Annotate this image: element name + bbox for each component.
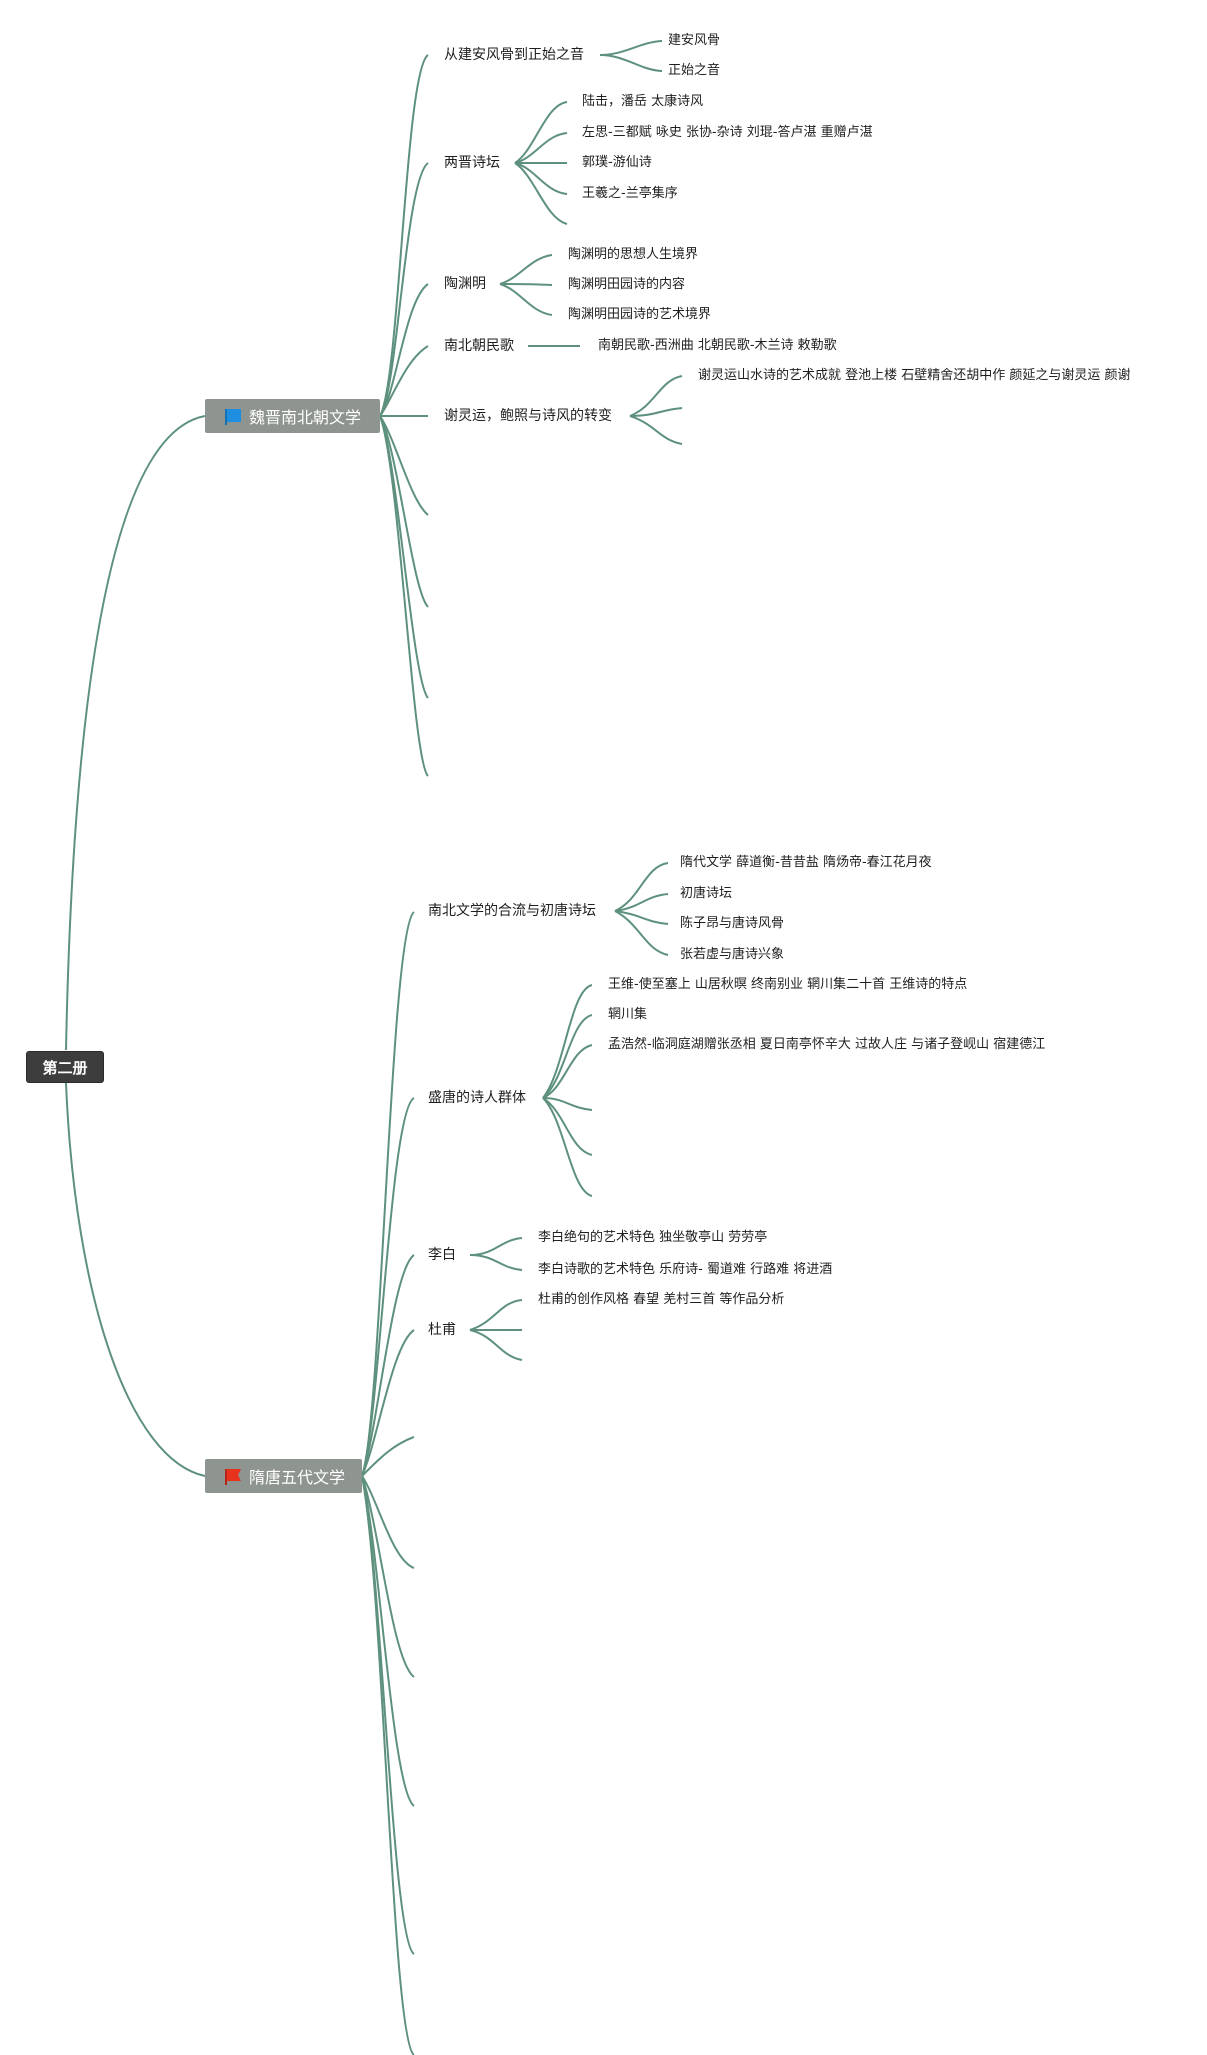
red-flag-icon — [223, 1466, 243, 1486]
connector-a-6 — [379, 415, 429, 516]
connector-a3-c2 — [499, 283, 553, 286]
subtopic-meng-haoran[interactable]: 孟浩然-临洞庭湖赠张丞相 夏日南亭怀辛大 过故人庄 与诸子登岘山 宿建德江 — [608, 1037, 1046, 1052]
topic-du-fu[interactable]: 杜甫 — [428, 1322, 456, 1338]
subtopic-taikang-shifeng[interactable]: 陆击，潘岳 太康诗风 — [582, 94, 704, 109]
subtopic-chen-ziang[interactable]: 陈子昂与唐诗风骨 — [680, 916, 785, 931]
subtopic-tao-sixiang[interactable]: 陶渊明的思想人生境界 — [568, 247, 699, 262]
connector-b-3 — [361, 1254, 415, 1477]
subtopic-xie-shanshui[interactable]: 谢灵运山水诗的艺术成就 登池上楼 石壁精舍还胡中作 颜延之与谢灵运 颜谢 — [698, 368, 1131, 383]
connector-b2-c1 — [542, 984, 593, 1099]
topic-xie-bao-shifeng[interactable]: 谢灵运，鲍照与诗风的转变 — [444, 408, 612, 424]
subtopic-dufu-fengge[interactable]: 杜甫的创作风格 春望 羌村三首 等作品分析 — [538, 1292, 785, 1307]
subtopic-zuosi-zhangxie[interactable]: 左思-三都赋 咏史 张协-杂诗 刘琨-答卢湛 重赠卢湛 — [582, 125, 873, 140]
branch-node-suitang[interactable]: 隋唐五代文学 — [205, 1459, 362, 1493]
connector-a1-c2 — [599, 54, 663, 72]
connector-a2-c5 — [514, 162, 568, 225]
connector-b2-c6 — [542, 1097, 593, 1197]
connector-b-1 — [361, 911, 415, 1477]
connector-b2-c2 — [542, 1014, 593, 1099]
connector-a-1 — [379, 54, 429, 417]
subtopic-suidai-wenxue[interactable]: 隋代文学 薛道衡-昔昔盐 隋炀帝-春江花月夜 — [680, 855, 932, 870]
connector-a3-c1 — [499, 254, 553, 285]
topic-heliu-chutang[interactable]: 南北文学的合流与初唐诗坛 — [428, 903, 596, 919]
branch-label: 隋唐五代文学 — [249, 1468, 346, 1487]
topic-liangjin-shitan[interactable]: 两晋诗坛 — [444, 155, 500, 171]
topic-li-bai[interactable]: 李白 — [428, 1247, 456, 1263]
subtopic-minge-works[interactable]: 南朝民歌-西洲曲 北朝民歌-木兰诗 敕勒歌 — [598, 338, 837, 353]
connector-b3-c1 — [469, 1237, 523, 1256]
subtopic-guopu-youxian[interactable]: 郭璞-游仙诗 — [582, 155, 652, 170]
connector-a2-c4 — [514, 162, 568, 195]
blue-flag-icon — [223, 406, 243, 426]
connector-root-branch-a — [65, 415, 206, 1051]
connector-b2-c4 — [542, 1097, 593, 1111]
connector-a-8 — [379, 415, 429, 699]
connector-a-4 — [379, 345, 429, 417]
subtopic-jianan-fenggu[interactable]: 建安风骨 — [668, 33, 721, 48]
connector-b1-c1 — [614, 862, 669, 912]
connector-b-4 — [361, 1329, 415, 1477]
connector-root-branch-b — [65, 1082, 206, 1477]
connector-a3-c3 — [499, 283, 553, 316]
subtopic-tao-tianyuan-yishu[interactable]: 陶渊明田园诗的艺术境界 — [568, 307, 712, 322]
connector-a2-c1 — [514, 101, 568, 164]
subtopic-wangwei[interactable]: 王维-使至塞上 山居秋暝 终南别业 辋川集二十首 王维诗的特点 — [608, 977, 968, 992]
connector-b4-c1 — [469, 1299, 523, 1331]
connector-b1-c4 — [614, 910, 669, 956]
connector-b-5 — [361, 1436, 415, 1477]
topic-tao-yuanming[interactable]: 陶渊明 — [444, 276, 486, 292]
subtopic-chutang-shitan[interactable]: 初唐诗坛 — [680, 886, 733, 901]
connector-b3-c2 — [469, 1254, 523, 1271]
connector-b2-c3 — [542, 1044, 593, 1099]
connector-b4-c3 — [469, 1329, 523, 1361]
connector-b-6 — [361, 1475, 415, 1569]
subtopic-tao-tianyuan-neirong[interactable]: 陶渊明田园诗的内容 — [568, 277, 686, 292]
connector-a-2 — [379, 162, 429, 417]
connector-a1-c1 — [599, 40, 663, 56]
topic-jianan-zhengshi[interactable]: 从建安风骨到正始之音 — [444, 47, 584, 63]
connector-a5-c3 — [629, 415, 683, 445]
connector-a-9 — [379, 415, 429, 777]
connector-a5-c1 — [629, 375, 683, 417]
topic-nanbeichao-minge[interactable]: 南北朝民歌 — [444, 338, 514, 354]
topic-shengtang-shiren[interactable]: 盛唐的诗人群体 — [428, 1090, 526, 1106]
connector-a5-c2 — [629, 407, 683, 417]
connector-b-2 — [361, 1097, 415, 1477]
subtopic-zhang-ruoxu[interactable]: 张若虚与唐诗兴象 — [680, 947, 785, 962]
root-node[interactable]: 第二册 — [26, 1051, 104, 1083]
subtopic-libai-yuefu[interactable]: 李白诗歌的艺术特色 乐府诗- 蜀道难 行路难 将进酒 — [538, 1262, 833, 1277]
connector-a2-c2 — [514, 132, 568, 164]
subtopic-zhengshi-zhiyin[interactable]: 正始之音 — [668, 63, 721, 78]
connector-a-7 — [379, 415, 429, 608]
root-label: 第二册 — [42, 1058, 88, 1077]
connector-b-10 — [361, 1475, 415, 2055]
connector-b-9 — [361, 1475, 415, 1955]
branch-label: 魏晋南北朝文学 — [249, 408, 362, 427]
connector-b2-c5 — [542, 1097, 593, 1156]
subtopic-libai-jueju[interactable]: 李白绝句的艺术特色 独坐敬亭山 劳劳亭 — [538, 1230, 768, 1245]
branch-node-weijin[interactable]: 魏晋南北朝文学 — [205, 399, 380, 433]
subtopic-wangchuan-ji[interactable]: 辋川集 — [608, 1007, 648, 1022]
connector-b1-c3 — [614, 910, 669, 925]
connector-b1-c2 — [614, 893, 669, 912]
connector-b-7 — [361, 1475, 415, 1678]
subtopic-wangxizhi-lanting[interactable]: 王羲之-兰亭集序 — [582, 186, 678, 201]
